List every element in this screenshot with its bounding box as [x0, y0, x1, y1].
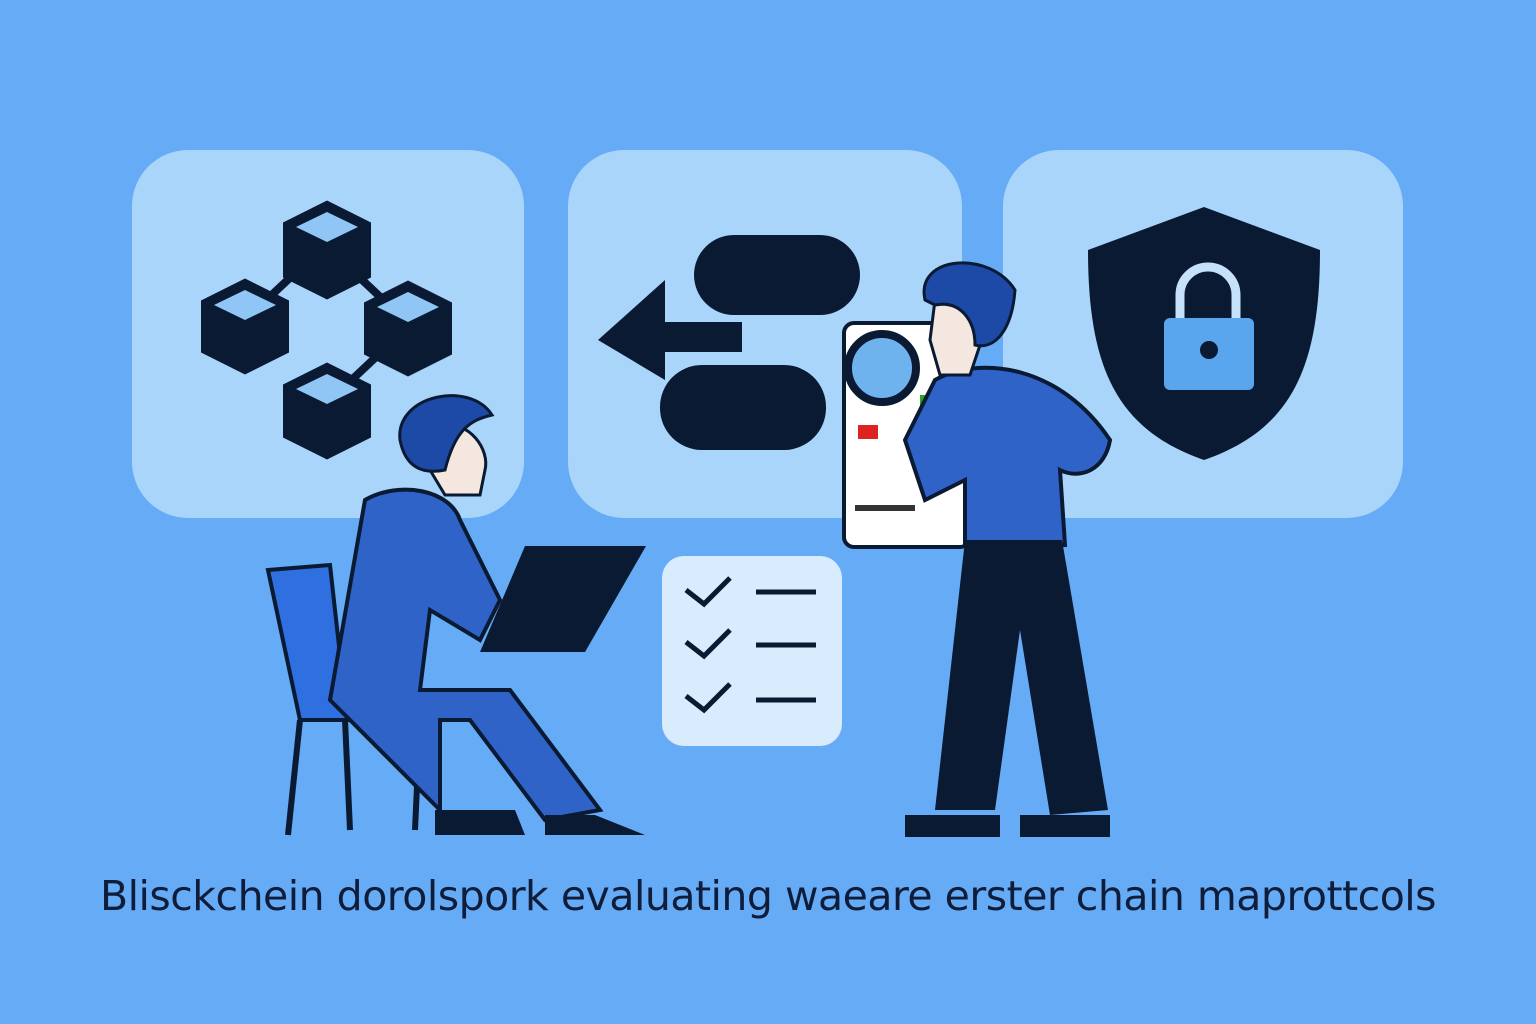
sitting-developer	[265, 394, 646, 836]
checklist-icon	[684, 576, 816, 714]
standing-reviewer	[842, 261, 1113, 837]
blockchain-cubes-icon	[201, 200, 452, 460]
magnifier-icon	[844, 330, 920, 406]
arrow-left-icon	[598, 235, 860, 450]
checklist-card	[662, 556, 842, 746]
caption: Blisckchein dorolspork evaluating waeare…	[99, 872, 1437, 920]
shield-lock-icon	[1088, 207, 1320, 460]
